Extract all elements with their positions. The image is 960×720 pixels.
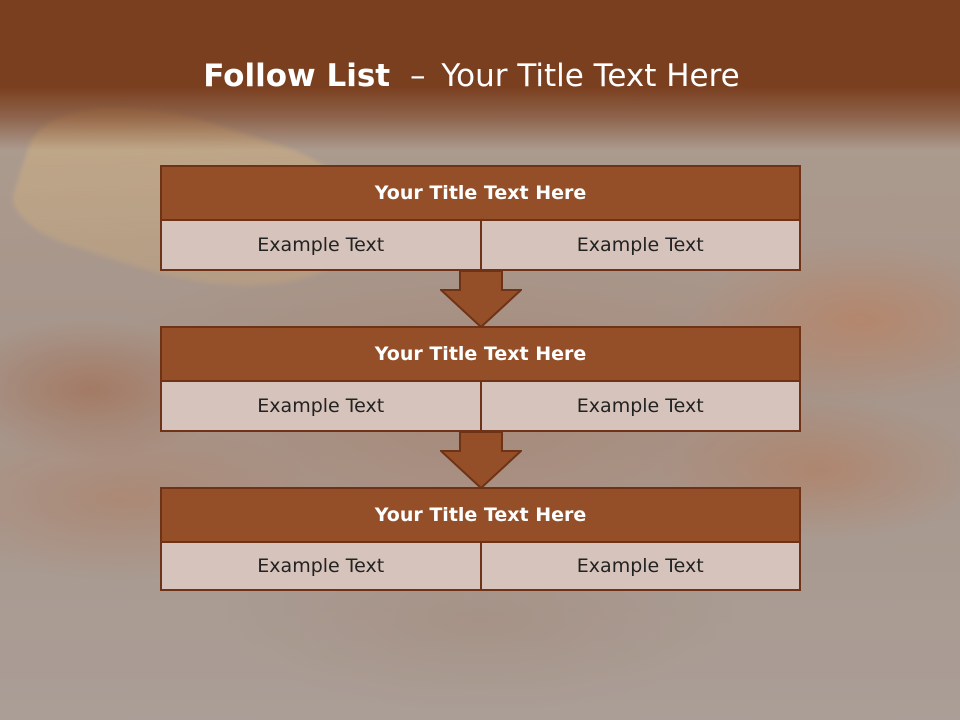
- block-title: Your Title Text Here: [160, 487, 801, 543]
- block-cell-left: Example Text: [160, 543, 482, 591]
- block-cell-left: Example Text: [160, 382, 482, 432]
- block-title: Your Title Text Here: [160, 326, 801, 382]
- block-cell-right: Example Text: [481, 382, 801, 432]
- list-block-3: Your Title Text Here Example Text Exampl…: [160, 487, 801, 591]
- block-cell-right: Example Text: [481, 221, 801, 271]
- block-row: Example Text Example Text: [160, 543, 801, 591]
- block-cell-left: Example Text: [160, 221, 482, 271]
- title-bar: [0, 0, 960, 150]
- list-block-2: Your Title Text Here Example Text Exampl…: [160, 326, 801, 432]
- block-row: Example Text Example Text: [160, 221, 801, 271]
- title-rest-part: Your Title Text Here: [441, 58, 740, 94]
- down-arrow-icon: [440, 431, 522, 489]
- down-arrow-icon: [440, 270, 522, 328]
- block-cell-right: Example Text: [481, 543, 801, 591]
- block-row: Example Text Example Text: [160, 382, 801, 432]
- slide-title: Follow List – Your Title Text Here: [0, 56, 943, 96]
- title-bold-part: Follow List: [203, 58, 391, 94]
- list-block-1: Your Title Text Here Example Text Exampl…: [160, 165, 801, 271]
- title-dash: –: [409, 58, 426, 94]
- block-title: Your Title Text Here: [160, 165, 801, 221]
